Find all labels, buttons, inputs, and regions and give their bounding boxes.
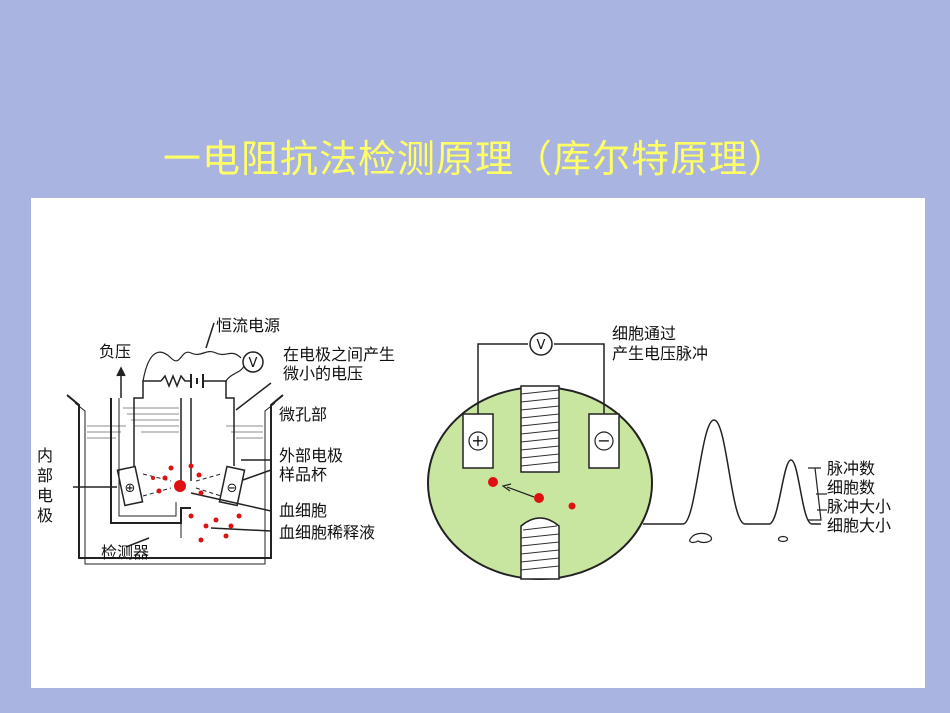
legend-cell-size: 细胞大小 <box>827 516 891 535</box>
voltmeter-left-icon <box>242 351 264 373</box>
label-inner-electrode-2: 部 <box>37 466 53 485</box>
cell-outline-small <box>777 535 789 543</box>
label-pulse-line2: 产生电压脉冲 <box>612 344 708 363</box>
outer-electrode-minus: ⊖ <box>227 481 238 496</box>
thread-lines <box>520 389 560 571</box>
blood-cells-left <box>151 463 242 543</box>
voltmeter-left-symbol: V <box>249 356 258 371</box>
left-apparatus <box>66 322 284 565</box>
label-aperture: 微孔部 <box>279 405 327 424</box>
cell-outline-large <box>689 532 713 544</box>
slide-title: 一电阻抗法检测原理（库尔特原理） <box>162 137 787 181</box>
label-sample-cup: 样品杯 <box>279 465 327 484</box>
cell-small <box>568 502 576 510</box>
lower-plug <box>520 517 560 580</box>
voltmeter-right-icon <box>529 332 553 356</box>
coulter-diagram: V ⊕ ⊖ 恒流电源 负压 在电极之间产生 微小的电压 微孔部 外部电极 <box>37 316 891 580</box>
cell-passed <box>488 477 498 487</box>
legend-bracket <box>808 467 827 521</box>
label-blood-cell: 血细胞 <box>279 501 327 520</box>
legend-cell-count: 细胞数 <box>827 478 875 497</box>
right-apparatus <box>427 332 653 580</box>
minus-symbol: − <box>597 431 610 450</box>
label-inner-electrode-1: 内 <box>37 446 53 465</box>
voltmeter-right-symbol: V <box>537 338 546 353</box>
label-outer-electrode: 外部电极 <box>279 446 343 465</box>
diagram-panel: V ⊕ ⊖ 恒流电源 负压 在电极之间产生 微小的电压 微孔部 外部电极 <box>31 198 925 688</box>
label-negative-pressure: 负压 <box>99 342 131 361</box>
legend-pulse-size: 脉冲大小 <box>827 497 891 516</box>
plus-symbol: + <box>471 431 484 450</box>
legend-pulse-count: 脉冲数 <box>827 459 875 478</box>
cell-moving <box>534 493 544 503</box>
label-detector: 检测器 <box>101 543 149 562</box>
inner-electrode-plus: ⊕ <box>125 481 136 496</box>
outer-liquid-hatch <box>87 425 263 439</box>
label-voltage-line2: 微小的电压 <box>283 364 363 383</box>
label-voltage-line1: 在电极之间产生 <box>283 345 395 364</box>
inner-liquid-hatch <box>123 407 179 433</box>
label-inner-electrode-4: 极 <box>37 506 53 525</box>
label-inner-electrode-3: 电 <box>37 486 53 505</box>
label-diluent: 血细胞稀释液 <box>279 523 375 542</box>
label-constant-current-source: 恒流电源 <box>216 316 280 335</box>
voltage-pulse-curve <box>643 419 821 525</box>
label-pulse-line1: 细胞通过 <box>612 324 676 343</box>
